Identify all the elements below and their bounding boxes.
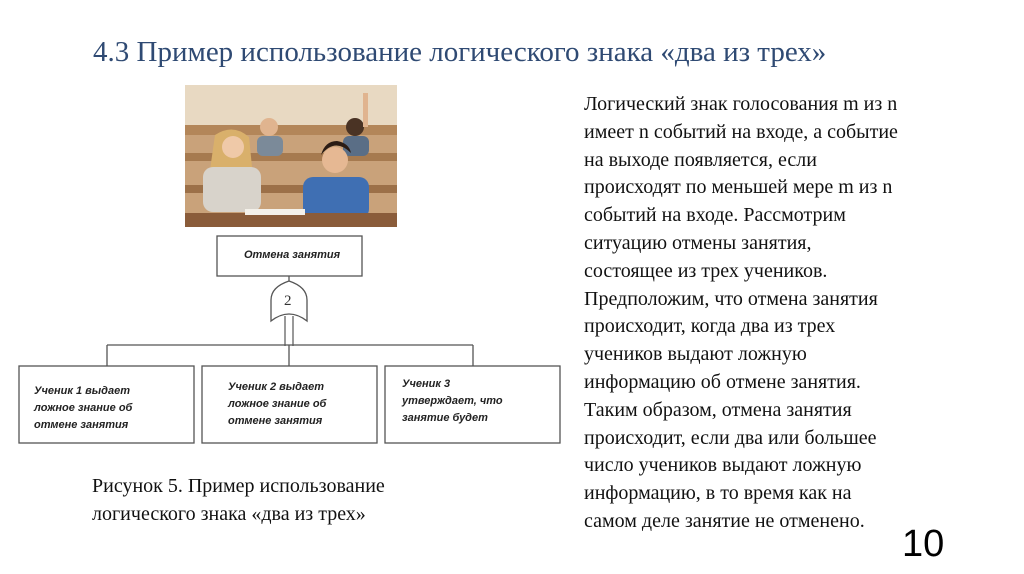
page-number: 10 xyxy=(902,523,945,565)
slide-title: 4.3 Пример использование логического зна… xyxy=(93,36,827,68)
input-event-box-1 xyxy=(18,365,195,444)
input-event-box-2 xyxy=(201,365,378,444)
voting-gate-symbol xyxy=(270,280,308,323)
figure-caption: Рисунок 5. Пример использование логическ… xyxy=(92,475,385,525)
top-event-box xyxy=(216,235,363,277)
input-event-label-1: Ученик 1 выдает ложное знание об отмене … xyxy=(34,385,133,431)
gate-count-label: 2 xyxy=(284,293,292,309)
top-event-label: Отмена занятия xyxy=(244,249,341,261)
input-event-label-3: Ученик 3 утверждает, что занятие будет xyxy=(402,378,503,424)
input-event-label-2: Ученик 2 выдает ложное знание об отмене … xyxy=(228,381,327,427)
input-event-box-3 xyxy=(384,365,561,444)
body-paragraph: Логический знак голосования m из n имеет… xyxy=(584,93,898,532)
classroom-photo xyxy=(185,85,397,227)
